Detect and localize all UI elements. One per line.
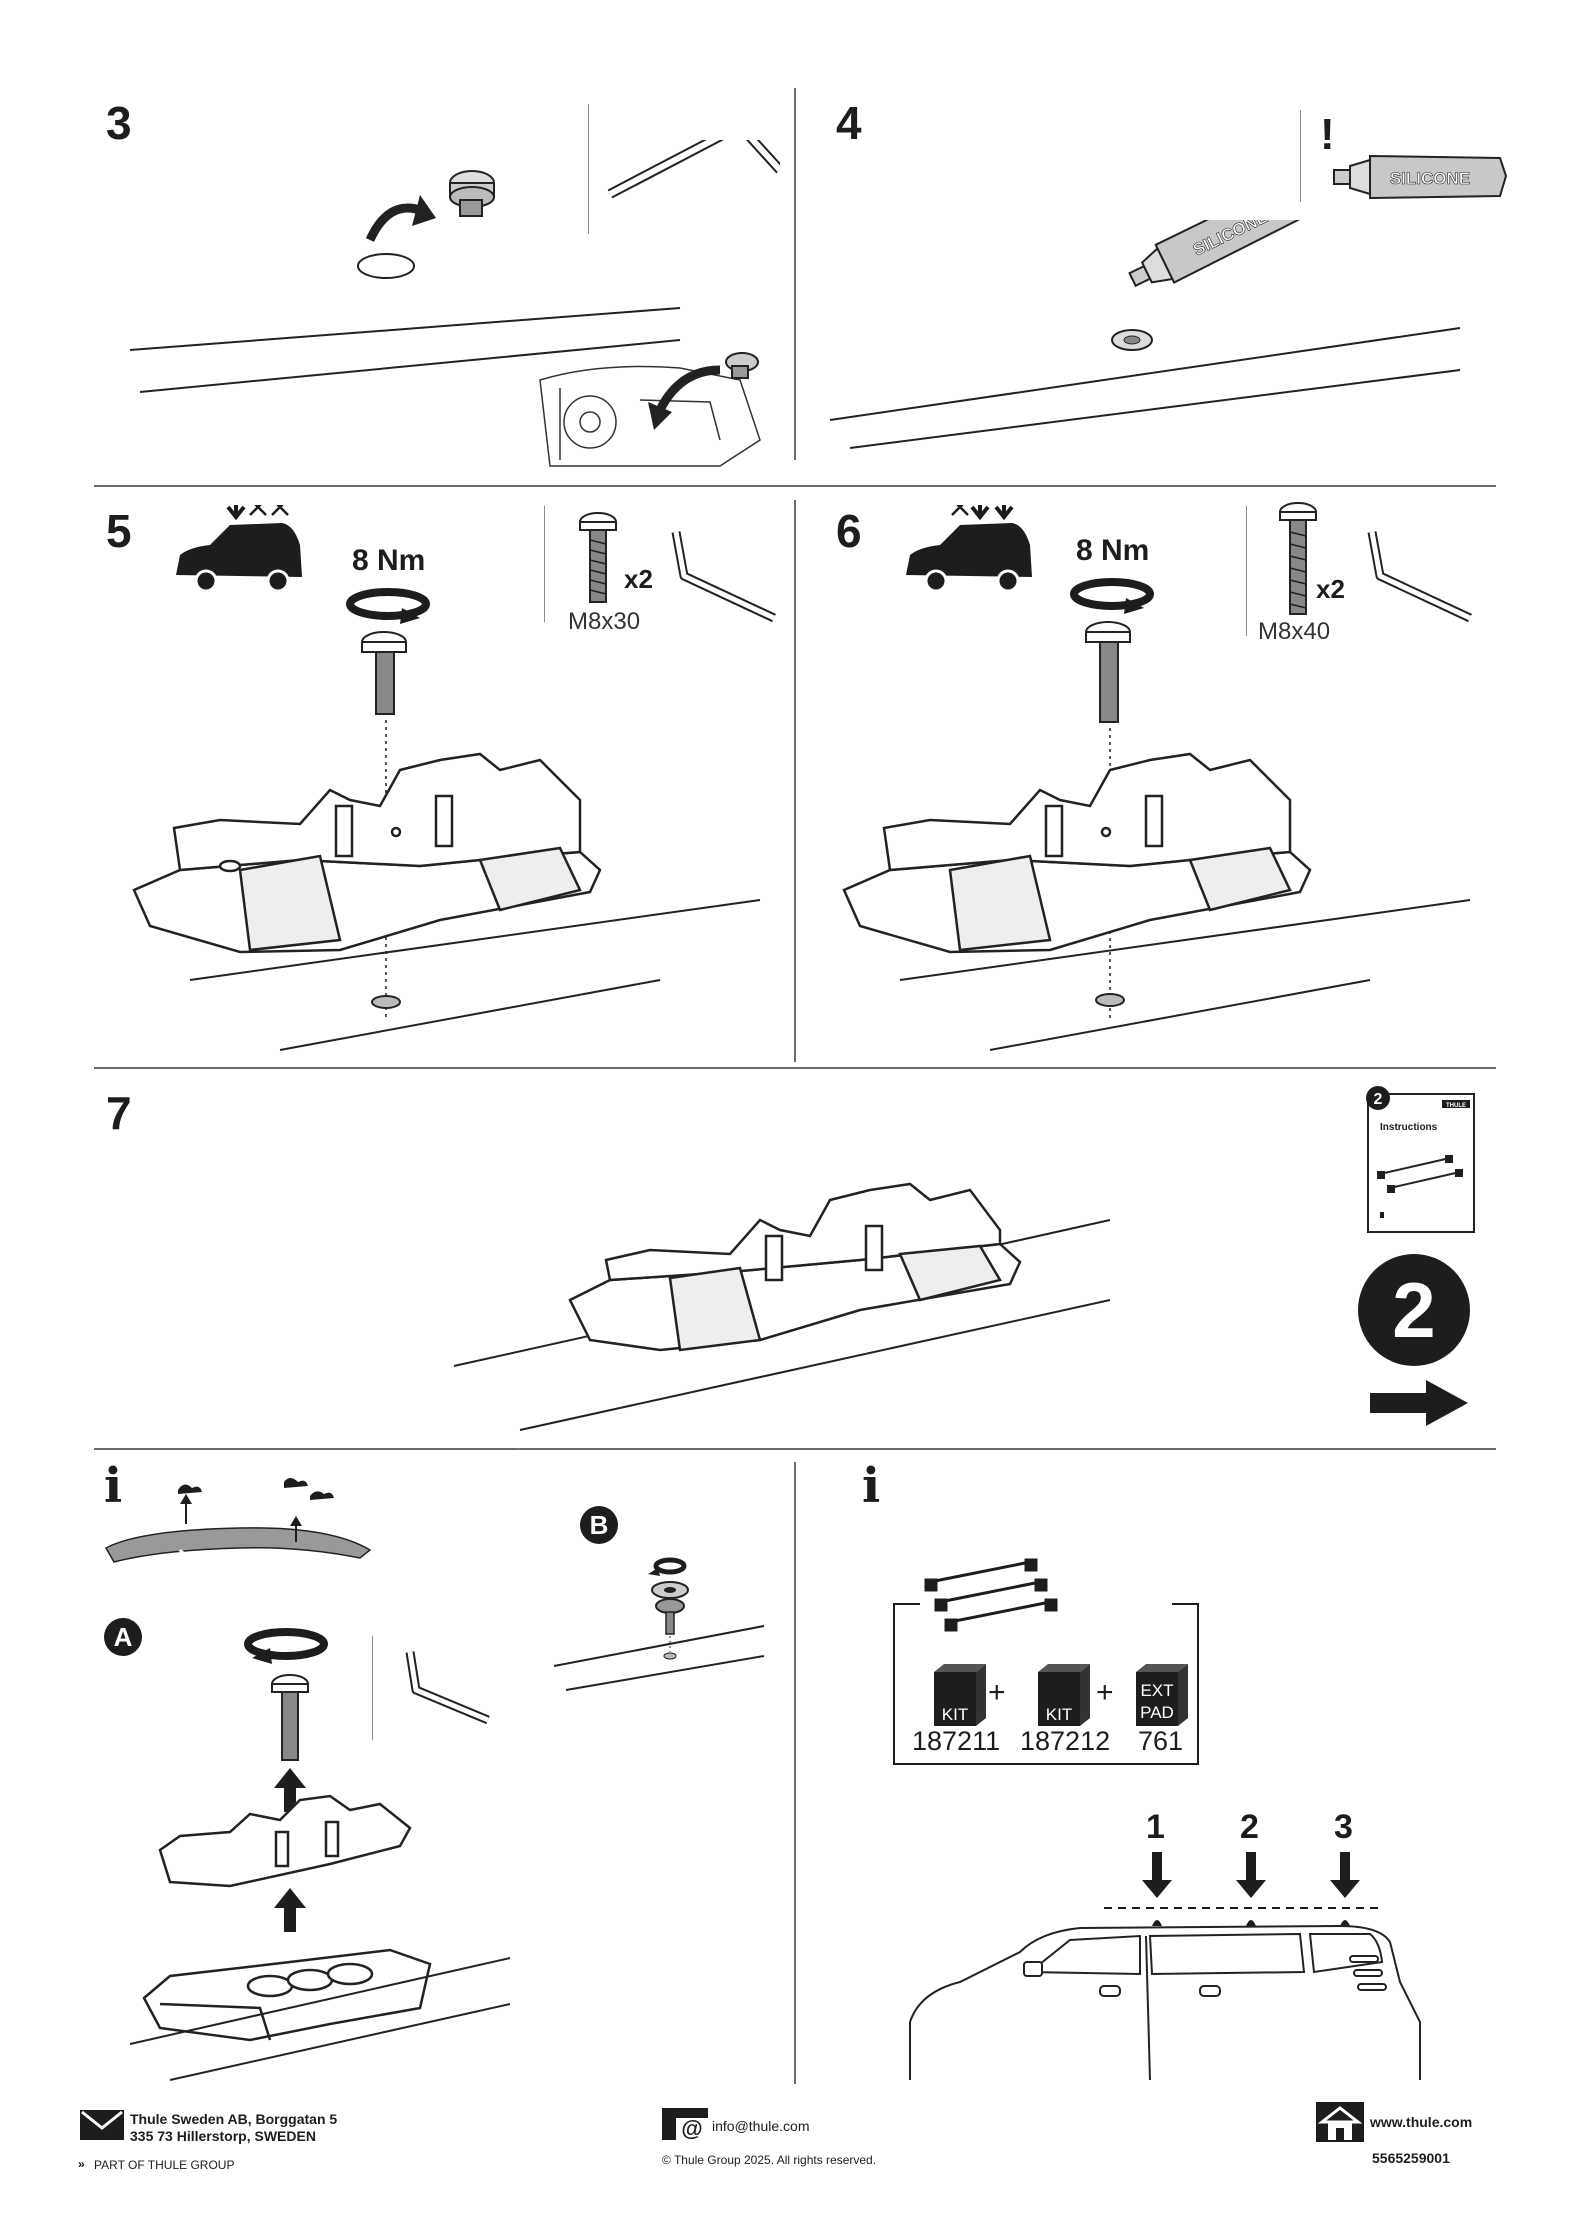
divider-steps-3-4: [794, 88, 796, 460]
hex-key-icon: [671, 531, 776, 623]
cap-icon: [449, 170, 495, 217]
ext-pad-label-2: PAD: [1140, 1703, 1174, 1722]
divider-info-sections: [794, 1462, 796, 2084]
tube-label: SILICONE: [1390, 169, 1470, 188]
svg-text:@: @: [681, 2116, 702, 2140]
tool-divider: [1300, 110, 1301, 202]
divider-row-2: [94, 1067, 1496, 1069]
bolt-icon: [1085, 621, 1131, 723]
copyright: © Thule Group 2025. All rights reserved.: [662, 2153, 877, 2167]
divider-row-3: [94, 1448, 1496, 1450]
group-chevron-icon: »: [78, 2157, 85, 2171]
arrow-right-icon: [1370, 1380, 1468, 1426]
foot-assembly-step5: [132, 631, 761, 1051]
silicone-tube-icon: SILICONE: [1333, 154, 1508, 200]
car-icon: [906, 505, 1032, 593]
hex-key-icon: [405, 1651, 490, 1725]
torque-label: 8 Nm: [1076, 534, 1150, 567]
company-address: 335 73 Hillerstorp, SWEDEN: [130, 2128, 316, 2144]
hex-key-icon: [607, 140, 780, 199]
bolt-icon: [271, 1674, 309, 1761]
tool-divider: [544, 506, 545, 622]
group-label: PART OF THULE GROUP: [94, 2158, 235, 2172]
bolt-size-label: M8x40: [1258, 618, 1331, 645]
ext-pad-box-icon: EXT PAD: [1136, 1664, 1188, 1726]
ext-pad-label-1: EXT: [1140, 1681, 1173, 1700]
step-number: 6: [836, 505, 862, 557]
roof-rail-illustration: [104, 1478, 372, 1563]
position-number: 2: [1240, 1808, 1259, 1846]
badge-b: [580, 1506, 618, 1544]
rotate-arrow-icon: [1070, 578, 1154, 614]
kit-number: 187211: [912, 1726, 1001, 1756]
booklet-title: Instructions: [1380, 1122, 1438, 1133]
kit-box-icon: KIT: [1038, 1664, 1090, 1726]
plus-sign: +: [988, 1676, 1006, 1709]
email-link[interactable]: info@thule.com: [712, 2118, 810, 2134]
torque-label: 8 Nm: [352, 544, 426, 577]
at-icon: @: [662, 2108, 708, 2140]
hex-key-icon: [1367, 531, 1472, 623]
car-interior-icon: [539, 365, 761, 467]
car-icon: [176, 505, 302, 593]
step4-illustration: SILICONE: [829, 220, 1461, 449]
kit-number: 187212: [1020, 1726, 1111, 1756]
bolt-icon: [1279, 502, 1317, 615]
warning-mark: !: [1320, 110, 1335, 159]
kit-number: 761: [1138, 1726, 1184, 1756]
kit-bracket: [893, 1603, 1199, 1765]
website-link[interactable]: www.thule.com: [1370, 2114, 1473, 2130]
booklet-logo: THULE: [1446, 1103, 1466, 1109]
roof-foot: [132, 752, 602, 954]
tool-divider: [372, 1636, 373, 1740]
step-number: 4: [836, 97, 862, 149]
step-number: 5: [106, 505, 132, 557]
bolt-size-label: M8x30: [568, 608, 641, 635]
plus-sign: +: [1096, 1676, 1114, 1709]
car-side-illustration: [909, 1852, 1421, 2081]
quantity-label: x2: [624, 564, 653, 594]
divider-steps-5-6: [794, 500, 796, 1062]
load-bars-icon: [924, 1558, 1058, 1632]
info-icon: i: [104, 1458, 123, 1514]
kit-box-icon: KIT: [934, 1664, 986, 1726]
info-icon: i: [862, 1458, 881, 1514]
rotate-arrow-icon: [346, 588, 430, 624]
bolt-icon: [361, 631, 407, 715]
step-number: 7: [106, 1087, 132, 1139]
company-name: Thule Sweden AB, Borggatan 5: [130, 2111, 338, 2127]
disassembly-a-illustration: [130, 1628, 511, 2081]
position-number: 1: [1146, 1808, 1165, 1846]
bolt-icon: [579, 512, 617, 603]
quantity-label: x2: [1316, 574, 1345, 604]
foot-assembly-step6: [842, 621, 1471, 1051]
kit-box-label: KIT: [942, 1705, 968, 1724]
divider-info-a-b: [518, 1448, 519, 1450]
tool-divider: [588, 104, 589, 234]
document-number: 5565259001: [1372, 2150, 1450, 2166]
badge-b-label: B: [589, 1510, 609, 1540]
next-booklet-number: 2: [1392, 1266, 1436, 1354]
home-icon: [1316, 2102, 1364, 2142]
divider-row-1: [94, 485, 1496, 487]
next-booklet-badge: [1358, 1254, 1470, 1366]
tool-divider: [1246, 506, 1247, 636]
position-number: 3: [1334, 1808, 1353, 1846]
mail-icon: [80, 2110, 124, 2140]
step-number: 3: [106, 97, 132, 149]
kit-box-label: KIT: [1046, 1705, 1072, 1724]
booklet-number: 2: [1374, 1091, 1383, 1108]
badge-a: [104, 1618, 142, 1656]
step3-illustration: [129, 140, 780, 467]
instruction-booklet-icon: 2 THULE Instructions: [1366, 1086, 1475, 1233]
rotate-arrow-icon: [244, 1628, 328, 1664]
foot-on-roof-step7: [453, 1182, 1111, 1431]
disassembly-b-illustration: [553, 1557, 765, 1691]
badge-a-label: A: [113, 1622, 133, 1652]
